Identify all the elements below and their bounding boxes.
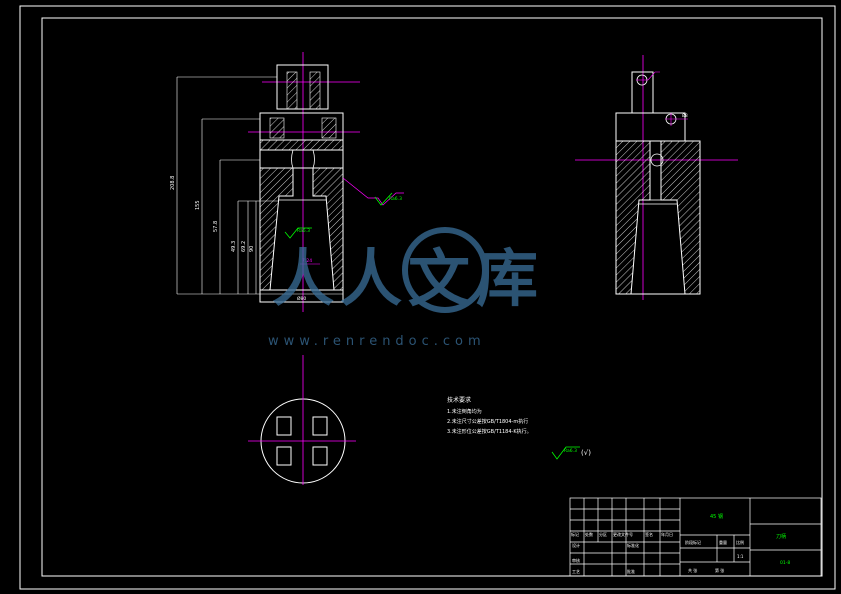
front-view: 208.8 155 57.8 49.3 69.2 90 Ra6.3 Ra6.3 … bbox=[170, 52, 404, 312]
row-check: 审核 bbox=[572, 557, 580, 563]
row-approve: 批准 bbox=[627, 568, 635, 574]
drawing-number: 01-8 bbox=[780, 560, 790, 566]
title-block bbox=[569, 497, 822, 577]
header-label-5: 签名 bbox=[645, 531, 653, 537]
row-process: 工艺 bbox=[572, 569, 580, 574]
header-label-1: 标记 bbox=[571, 531, 579, 537]
side-body-left bbox=[615, 140, 651, 295]
weight-label: 重量 bbox=[719, 539, 727, 545]
notes-line-3: 3.未注形位公差按GB/T1184-K执行。 bbox=[447, 428, 532, 435]
watermark-logo-ring bbox=[402, 227, 488, 313]
bottom-dim-label: Ø80 bbox=[297, 295, 306, 302]
dim-length-6: 90 bbox=[249, 246, 255, 252]
sheets-total: 共 张 bbox=[688, 567, 697, 573]
notes-heading: 技术要求 bbox=[447, 396, 471, 404]
front-neck bbox=[259, 149, 344, 169]
part-name: 刀柄 bbox=[776, 533, 786, 540]
stage-mark: 阶段标记 bbox=[685, 539, 701, 545]
watermark-brand: 人人文库 bbox=[272, 242, 544, 315]
general-roughness: Ra6.3 bbox=[564, 448, 577, 454]
dim-length-5: 69.2 bbox=[241, 241, 247, 252]
front-middle-hatch-left bbox=[269, 117, 285, 139]
header-label-2: 处数 bbox=[585, 531, 593, 537]
front-flange bbox=[259, 139, 344, 151]
side-body-right bbox=[660, 140, 701, 295]
watermark-url: www.renrendoc.com bbox=[268, 334, 486, 349]
dim-overall-length: 208.8 bbox=[170, 176, 176, 190]
dim-length-3: 57.8 bbox=[213, 221, 219, 232]
front-top-block bbox=[276, 64, 329, 110]
sheet-number: 第 张 bbox=[715, 567, 724, 573]
taper-label: 7:24 bbox=[302, 258, 312, 264]
row-design: 设计 bbox=[572, 542, 580, 548]
material-label: 45 钢 bbox=[710, 513, 723, 520]
title-block-text: 标记 处数 分区 更改文件号 签名 年月日 设计 标准化 审核 工艺 批准 45… bbox=[571, 513, 790, 574]
header-label-3: 分区 bbox=[599, 531, 607, 537]
dim-length-4: 49.3 bbox=[231, 241, 237, 252]
top-view bbox=[248, 355, 356, 485]
front-top-hatch-left bbox=[286, 71, 298, 110]
scale-value: 1:1 bbox=[737, 554, 744, 559]
technical-notes: 技术要求 1.未注倒角均为 2.未注尺寸公差按GB/T1804-m执行 3.未注… bbox=[447, 396, 591, 460]
header-label-4: 更改文件号 bbox=[613, 531, 633, 537]
front-top-hatch-right bbox=[309, 71, 321, 110]
notes-line-2: 2.未注尺寸公差按GB/T1804-m执行 bbox=[447, 418, 528, 425]
roughness-callout-right: Ra6.3 bbox=[389, 196, 402, 202]
side-middle-block bbox=[615, 112, 686, 142]
front-middle-hatch-right bbox=[321, 117, 337, 139]
scale-label: 比例 bbox=[736, 539, 744, 545]
side-view: Ø8 bbox=[575, 55, 738, 300]
row-standard: 标准化 bbox=[627, 542, 639, 548]
roughness-callout-inner: Ra6.3 bbox=[297, 228, 310, 234]
header-label-6: 年月日 bbox=[661, 531, 673, 537]
dim-length-2: 155 bbox=[195, 200, 201, 210]
notes-line-1: 1.未注倒角均为 bbox=[447, 408, 482, 415]
inner-border bbox=[41, 17, 823, 577]
outer-border bbox=[19, 5, 836, 590]
general-roughness-symbol: (√) bbox=[581, 449, 591, 457]
watermark: 人人文库 www.renrendoc.com bbox=[268, 227, 544, 349]
side-bore-label: Ø8 bbox=[682, 113, 688, 118]
front-dimension-lines bbox=[176, 76, 343, 295]
